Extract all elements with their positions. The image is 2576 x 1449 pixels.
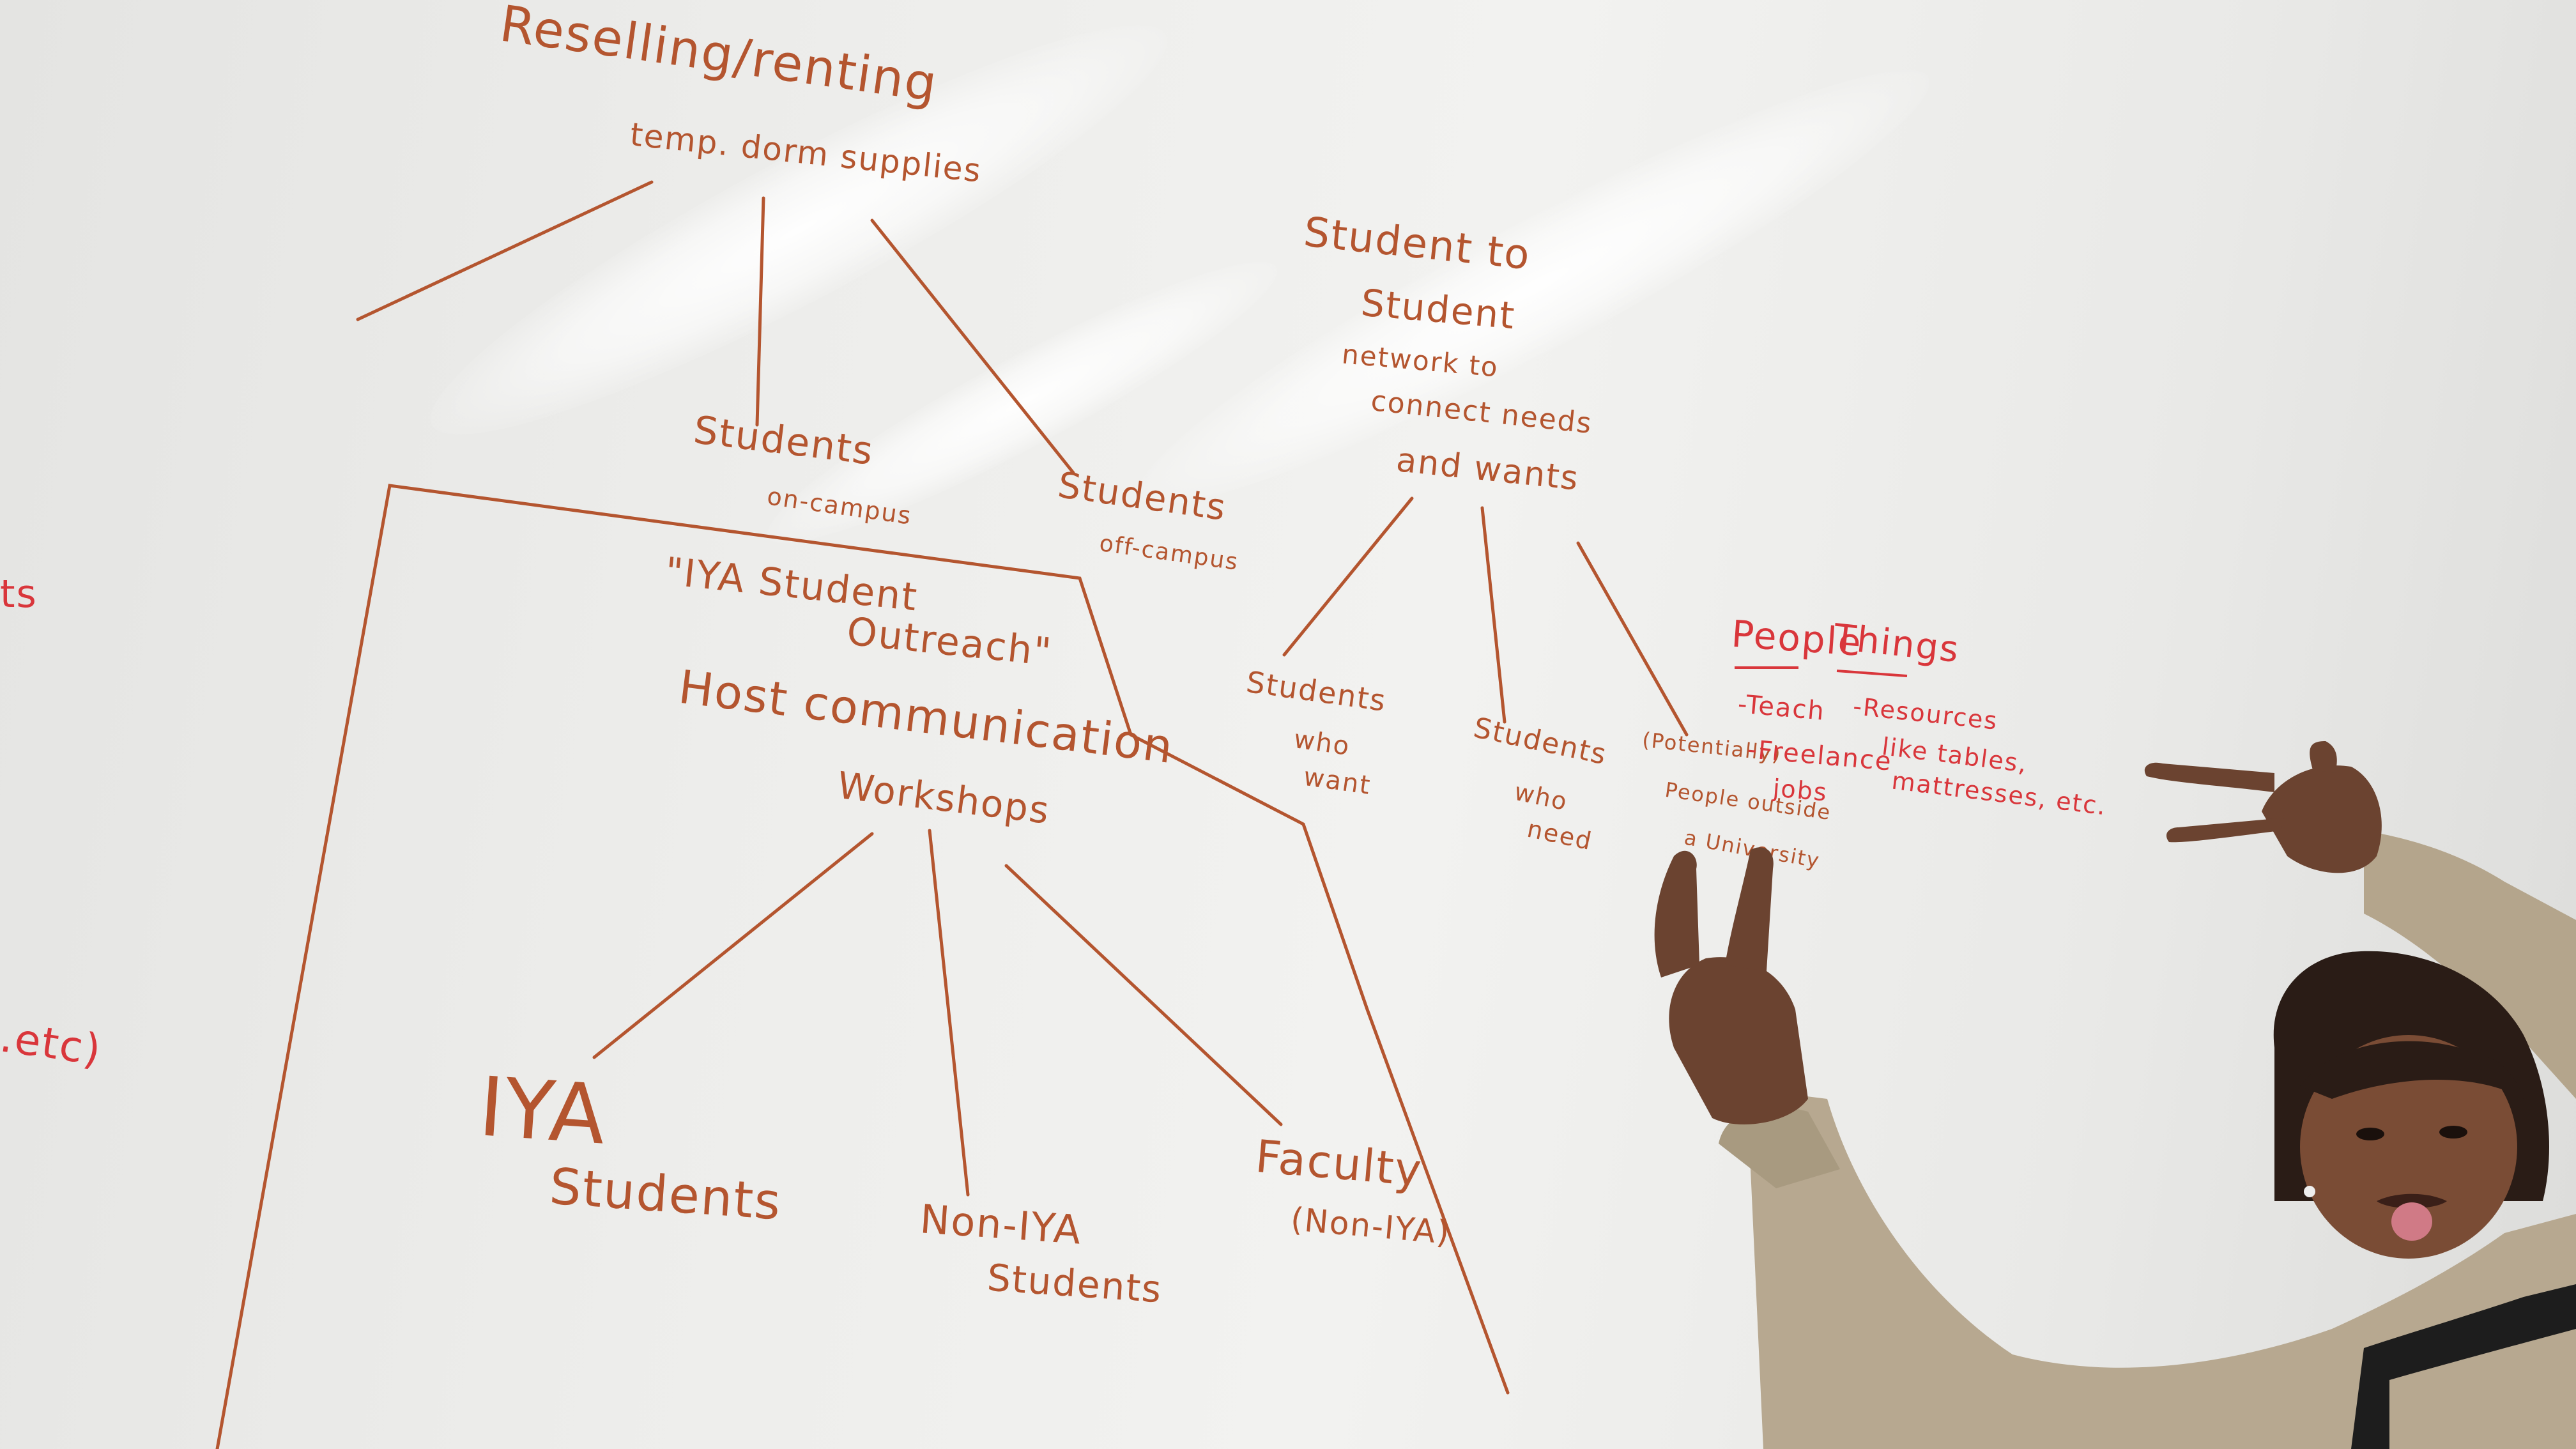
left-hand xyxy=(1654,847,1808,1124)
branch-line xyxy=(870,218,1075,475)
branch-line xyxy=(356,180,654,321)
branch-line xyxy=(1004,864,1283,1126)
things-underline xyxy=(1836,670,1908,677)
branch-line xyxy=(928,829,970,1197)
tongue xyxy=(2391,1202,2432,1241)
mouth xyxy=(2377,1193,2447,1209)
outreach-boundary xyxy=(215,484,1510,1449)
branch-line xyxy=(1282,496,1414,657)
branch-line xyxy=(1576,541,1689,737)
edge-fragment-top: ts xyxy=(0,572,38,617)
branch-line xyxy=(592,832,874,1059)
right-sleeve xyxy=(2364,831,2576,1099)
branch-line xyxy=(1480,506,1506,724)
lanyard xyxy=(2351,1284,2576,1449)
eye xyxy=(2356,1128,2384,1140)
eye xyxy=(2439,1126,2467,1138)
branch-line xyxy=(755,196,765,427)
earring xyxy=(2304,1186,2315,1197)
right-hand xyxy=(2144,741,2382,873)
